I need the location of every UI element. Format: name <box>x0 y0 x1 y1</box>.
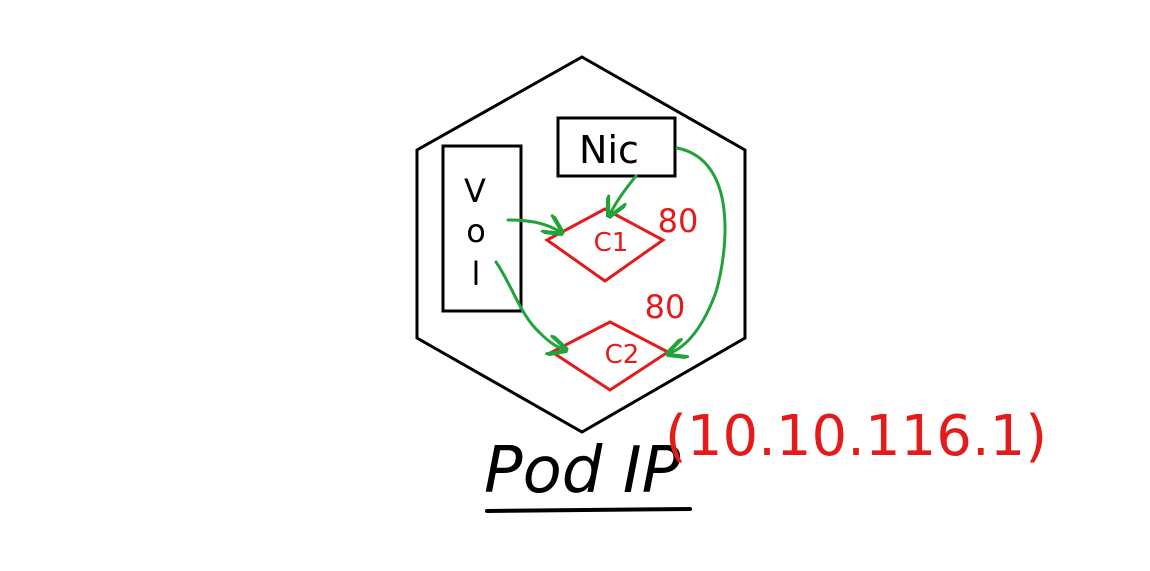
arrow-vol-to-c2 <box>494 260 566 350</box>
arrow-vol-to-c1 <box>506 220 562 233</box>
volume-box <box>441 144 523 313</box>
nic-label: Nic <box>579 128 639 172</box>
volume-letter-l: l <box>472 255 481 293</box>
nic-box <box>556 116 677 178</box>
arrow-nic-to-c2 <box>668 146 727 354</box>
volume-letter-v: V <box>464 172 486 210</box>
pod-hexagon <box>415 55 747 434</box>
container-c2-label: C2 <box>605 340 640 370</box>
volume-letter-o: o <box>466 212 486 250</box>
pod-ip-underline <box>485 507 692 513</box>
c2-port-label: 80 <box>645 288 686 326</box>
pod-ip-label: Pod IP <box>484 434 681 508</box>
c1-port-label: 80 <box>658 202 699 240</box>
pod-ip-address: (10.10.116.1) <box>665 404 1047 469</box>
arrow-nic-to-c1 <box>609 174 638 216</box>
container-c1-label: C1 <box>594 228 629 258</box>
container-c2-diamond <box>549 320 671 392</box>
